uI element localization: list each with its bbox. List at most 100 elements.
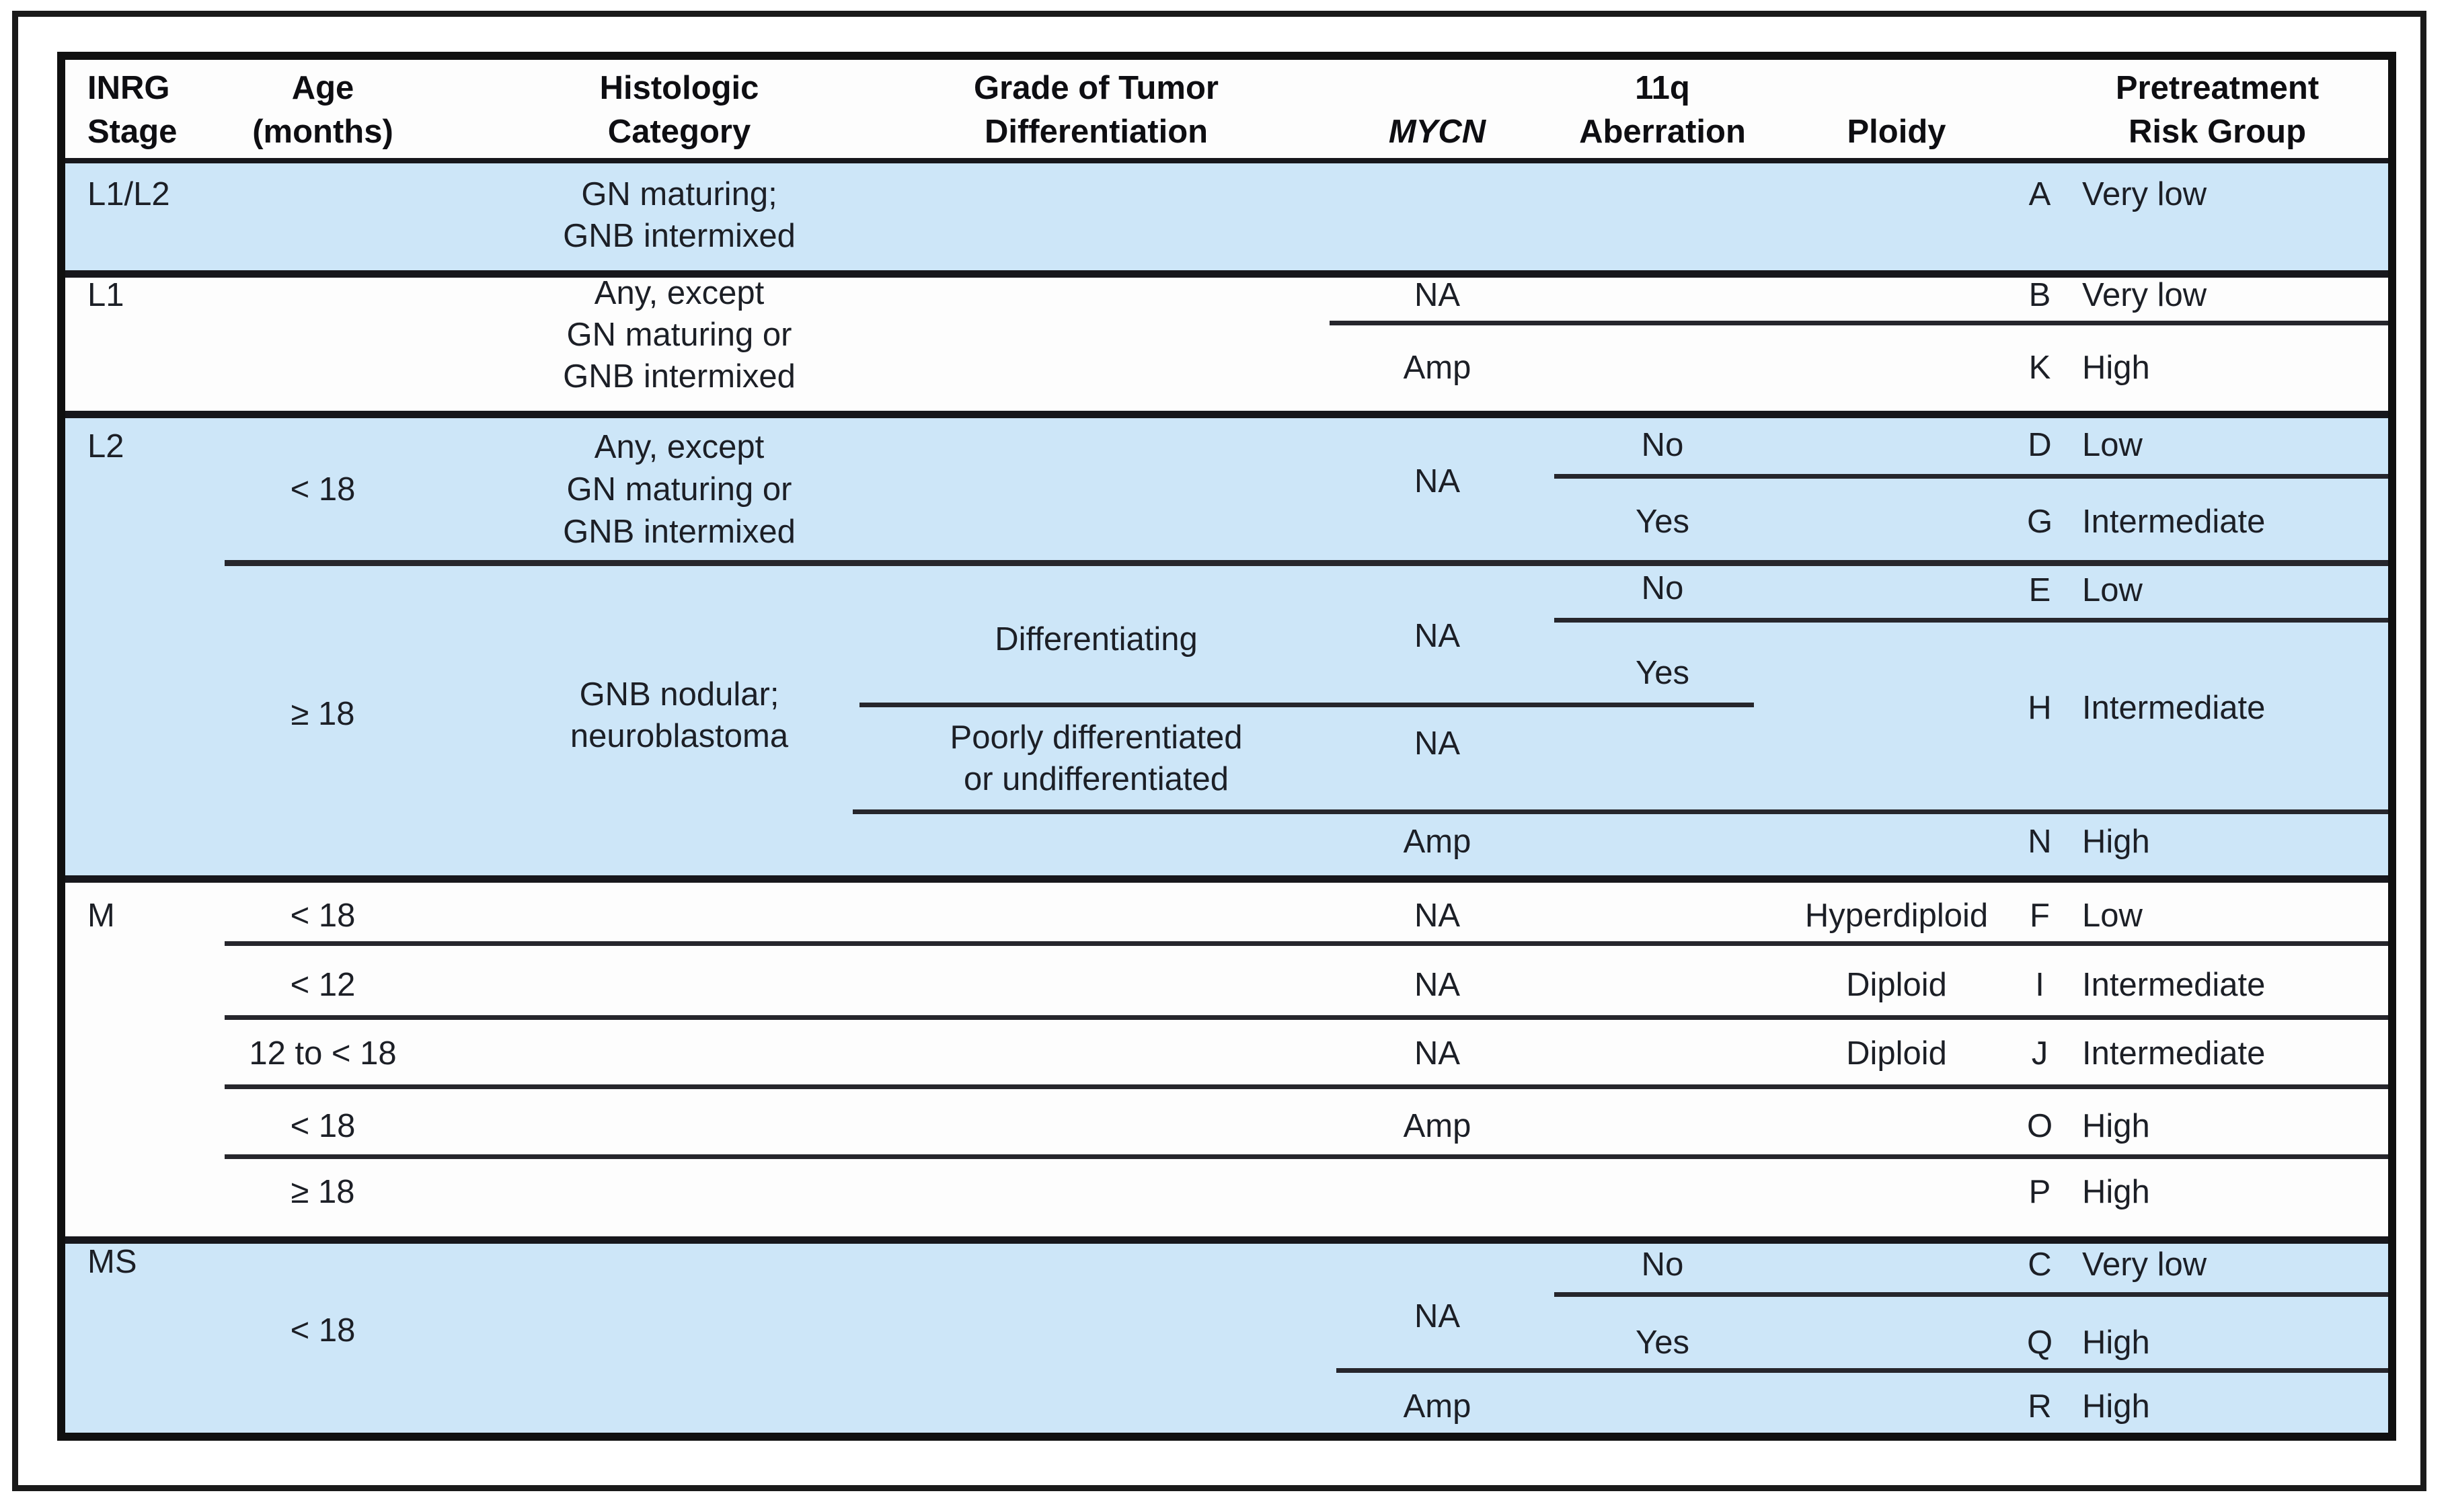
header-histology-line2: Category	[607, 114, 751, 150]
rule-m-row2-row3	[225, 1084, 2388, 1089]
cell-ms-mycn-amp: Amp	[1403, 1388, 1471, 1425]
rule-l2-diff-poorly	[859, 703, 1754, 707]
cell-l1-amp-risk-label: High	[2082, 350, 2150, 386]
figure-outer-frame	[12, 11, 2426, 1491]
divider-l2-m	[65, 875, 2388, 883]
cell-m-row3-age: < 18	[290, 1108, 356, 1144]
section-l1l2-band	[65, 161, 2388, 274]
cell-stage-l1: L1	[87, 277, 124, 313]
header-11q-line2: Aberration	[1579, 114, 1746, 150]
cell-m-row2-mycn: NA	[1414, 1035, 1461, 1072]
cell-l2-grade-differentiating: Differentiating	[995, 621, 1198, 658]
section-ms-band	[65, 1240, 2388, 1433]
cell-l2-amp-risk-label: High	[2082, 824, 2150, 860]
cell-l2-over18-age: ≥ 18	[291, 696, 355, 732]
cell-l1-histology-line3: GNB intermixed	[563, 358, 796, 395]
section-m-band	[65, 879, 2388, 1240]
cell-ms-11q-no: No	[1641, 1246, 1684, 1283]
cell-ms-amp-risk-letter: R	[2028, 1388, 2052, 1425]
divider-l1-l2	[65, 411, 2388, 418]
cell-m-row3-mycn: Amp	[1403, 1108, 1471, 1144]
cell-m-row0-ploidy: Hyperdiploid	[1804, 898, 1989, 934]
cell-l2-differentiating-no-risk-label: Low	[2082, 572, 2143, 608]
cell-l1l2-histology-line1: GN maturing;	[581, 176, 777, 212]
cell-l2-under18-11q-no: No	[1641, 427, 1684, 463]
cell-l1-mycn-amp: Amp	[1403, 350, 1471, 386]
cell-m-row1-risk-letter: I	[2035, 967, 2044, 1003]
divider-header	[65, 158, 2388, 163]
cell-m-row0-mycn: NA	[1414, 898, 1461, 934]
rule-l2-diff-no-yes	[1554, 618, 2388, 623]
header-grade-line2: Differentiation	[984, 114, 1209, 150]
cell-ms-yes-risk-label: High	[2082, 1324, 2150, 1361]
section-l1-band	[65, 274, 2388, 414]
cell-l2-under18-age: < 18	[290, 471, 356, 508]
cell-m-row1-risk-label: Intermediate	[2082, 967, 2266, 1003]
header-11q-line1: 11q	[1635, 70, 1690, 106]
cell-l1-na-risk-label: Very low	[2082, 277, 2207, 313]
header-risk-line2: Risk Group	[2128, 114, 2307, 150]
rule-l2-under18-no-yes	[1554, 474, 2388, 479]
rule-m-row0-row1	[225, 941, 2388, 946]
cell-l1-mycn-na: NA	[1414, 277, 1461, 313]
cell-l2-under18-yes-risk-label: Intermediate	[2082, 504, 2266, 540]
cell-m-row2-age: 12 to < 18	[249, 1035, 397, 1072]
cell-ms-mycn-na: NA	[1414, 1298, 1461, 1335]
cell-l2-grade-poorly-line2: or undifferentiated	[963, 761, 1229, 797]
cell-m-row3-risk-label: High	[2082, 1108, 2150, 1144]
cell-l1-amp-risk-letter: K	[2028, 350, 2051, 386]
cell-l2-under18-no-risk-label: Low	[2082, 427, 2143, 463]
cell-ms-11q-yes: Yes	[1636, 1324, 1689, 1361]
cell-stage-l1l2: L1/L2	[87, 176, 170, 212]
divider-m-ms	[65, 1236, 2388, 1244]
rule-m-row3-row4	[225, 1154, 2388, 1159]
cell-l2-over18-histology-line2: neuroblastoma	[570, 718, 789, 754]
cell-l2-poorly-mycn-na: NA	[1414, 725, 1461, 762]
cell-m-row2-ploidy: Diploid	[1846, 1035, 1947, 1072]
cell-l2-h-risk-letter: H	[2028, 690, 2052, 726]
cell-l2-amp-risk-letter: N	[2028, 824, 2052, 860]
cell-l1l2-risk-letter: A	[2028, 176, 2051, 212]
cell-l2-under18-histology-line2: GN maturing or	[566, 471, 792, 508]
cell-m-row0-age: < 18	[290, 898, 356, 934]
cell-m-row0-risk-letter: F	[2030, 898, 2050, 934]
cell-l2-differentiating-no-risk-letter: E	[2028, 572, 2051, 608]
rule-l2-poorly-amp	[853, 809, 2388, 814]
header-inrg-line1: INRG	[87, 70, 170, 106]
cell-m-row1-ploidy: Diploid	[1846, 967, 1947, 1003]
header-risk-line1: Pretreatment	[2115, 70, 2320, 106]
header-age-line2: (months)	[252, 114, 393, 150]
cell-l2-under18-mycn-na: NA	[1414, 463, 1461, 500]
cell-l2-grade-poorly-line1: Poorly differentiated	[950, 719, 1243, 756]
header-inrg-line2: Stage	[87, 114, 178, 150]
cell-l2-h-risk-label: Intermediate	[2082, 690, 2266, 726]
cell-stage-l2: L2	[87, 428, 124, 465]
header-age-line1: Age	[291, 70, 354, 106]
cell-l2-over18-histology-line1: GNB nodular;	[579, 676, 779, 713]
cell-ms-yes-risk-letter: Q	[2026, 1324, 2053, 1361]
cell-stage-m: M	[87, 898, 115, 934]
cell-m-row1-age: < 12	[290, 967, 356, 1003]
cell-l1-na-risk-letter: B	[2028, 277, 2051, 313]
cell-stage-ms: MS	[87, 1244, 137, 1280]
cell-l1l2-histology-line2: GNB intermixed	[563, 218, 796, 254]
header-grade-line1: Grade of Tumor	[974, 70, 1219, 106]
cell-ms-no-risk-label: Very low	[2082, 1246, 2207, 1283]
cell-m-row2-risk-letter: J	[2031, 1035, 2048, 1072]
rule-m-row1-row2	[225, 1015, 2388, 1020]
header-ploidy: Ploidy	[1847, 114, 1946, 150]
cell-ms-no-risk-letter: C	[2028, 1246, 2052, 1283]
cell-m-row0-risk-label: Low	[2082, 898, 2143, 934]
cell-l2-under18-no-risk-letter: D	[2028, 427, 2052, 463]
cell-m-row2-risk-label: Intermediate	[2082, 1035, 2266, 1072]
divider-l1l2-l1	[65, 270, 2388, 278]
rule-ms-na-amp	[1336, 1368, 2388, 1373]
cell-l2-under18-11q-yes: Yes	[1636, 504, 1689, 540]
cell-l1l2-risk-label: Very low	[2082, 176, 2207, 212]
cell-m-row4-risk-letter: P	[2028, 1174, 2051, 1210]
cell-m-row1-mycn: NA	[1414, 967, 1461, 1003]
cell-m-row3-risk-letter: O	[2026, 1108, 2053, 1144]
rule-ms-no-yes	[1554, 1292, 2388, 1297]
cell-l2-under18-yes-risk-letter: G	[2026, 504, 2053, 540]
cell-l2-mycn-amp: Amp	[1403, 824, 1471, 860]
